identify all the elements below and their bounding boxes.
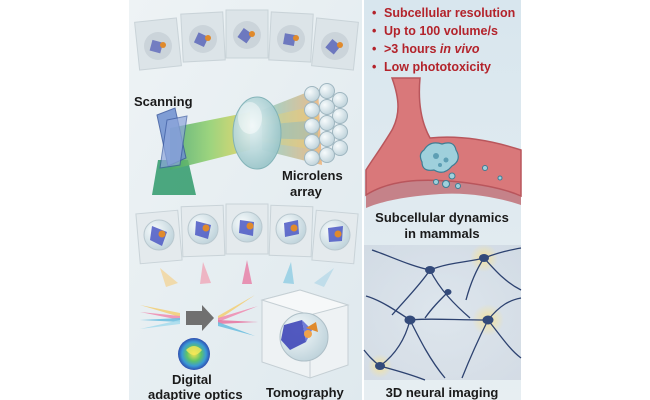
bullet-item: • — [372, 42, 376, 56]
middle-image-strip — [135, 203, 359, 265]
light-beam — [170, 112, 250, 170]
neural-imaging-label: 3D neural imaging — [386, 385, 499, 400]
microlens-array — [304, 83, 348, 166]
scanning-label: Scanning — [134, 94, 193, 109]
bullet-text: Up to 100 volume/s — [384, 24, 498, 38]
top-frame — [311, 17, 359, 71]
subcellular-label: Subcellular dynamics — [375, 210, 509, 225]
bullet-text: Low phototoxicity — [384, 60, 491, 74]
scan-mirror — [159, 115, 188, 169]
blood-vessel — [365, 77, 522, 208]
microlens-label: Microlens — [282, 168, 343, 183]
microlens-label-2: array — [290, 184, 323, 199]
view-frame — [180, 204, 226, 258]
optical-path — [152, 83, 348, 195]
feature-bullets: • Subcellular resolution • Up to 100 vol… — [372, 6, 515, 74]
view-cones — [160, 260, 334, 287]
subcellular-label-2: in mammals — [404, 226, 479, 241]
adaptive-optics-rays-right — [218, 295, 258, 336]
view-frame — [311, 209, 359, 265]
objective-lens — [232, 96, 282, 170]
bullet-text-mixed: >3 hours in vivo — [384, 42, 480, 56]
top-image-strip — [134, 9, 359, 71]
view-frame — [268, 204, 314, 258]
top-frame — [225, 9, 269, 59]
scan-fan — [152, 160, 196, 195]
tomography-volume — [260, 289, 350, 379]
bullet-italic: in vivo — [440, 42, 480, 56]
view-frame — [135, 209, 183, 265]
bullet-text: >3 hours — [384, 42, 440, 56]
bullet-item: • — [372, 24, 376, 38]
digital-label: Digital — [172, 372, 212, 387]
top-frame — [180, 11, 226, 63]
arrow-icon — [186, 305, 214, 331]
neural-network — [363, 244, 522, 381]
bullet-item: • — [372, 6, 376, 20]
bullet-text: Subcellular resolution — [384, 6, 515, 20]
adaptive-optics-label: adaptive optics — [148, 387, 243, 400]
top-frame — [268, 11, 314, 63]
top-frame — [134, 17, 182, 71]
view-frame — [225, 203, 269, 255]
bullet-item: • — [372, 60, 376, 74]
adaptive-optics-rays-left — [140, 305, 180, 329]
tomography-label: Tomography — [266, 385, 345, 400]
cell-cluster — [419, 142, 459, 173]
